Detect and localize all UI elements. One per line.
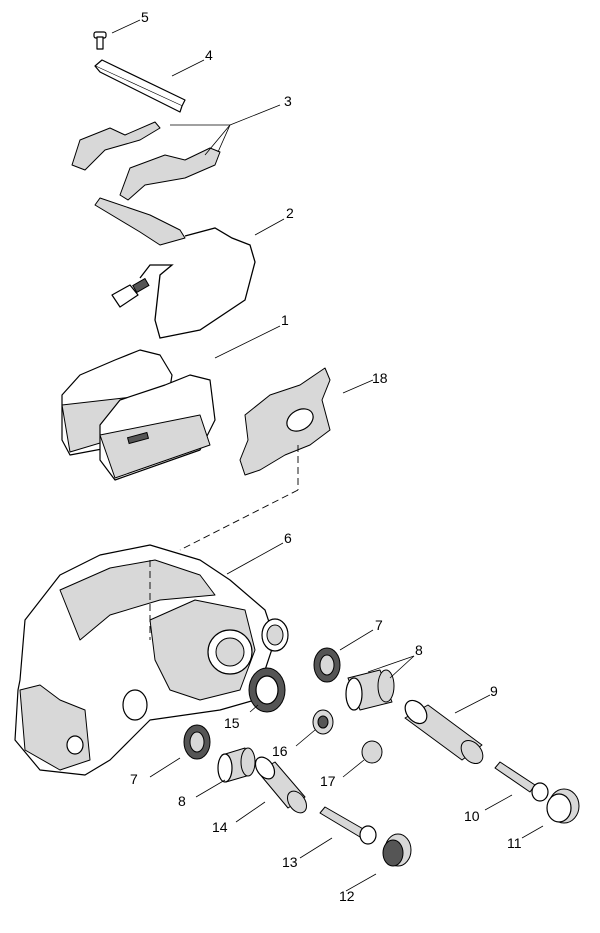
- part-14-guide-sleeve: [254, 756, 308, 814]
- part-8-bushing-right: [345, 669, 395, 711]
- part-12-cap: [382, 833, 412, 867]
- part-16-bushing-small: [312, 709, 334, 735]
- part-2-wear-sensor: [94, 197, 256, 339]
- part-1-brake-pads: [61, 349, 216, 481]
- part-18-retainer-plate: [179, 367, 331, 551]
- part-15-boot: [248, 667, 286, 713]
- part-13-bolt: [319, 806, 377, 845]
- callout-13: 13: [282, 854, 298, 870]
- callout-16: 16: [272, 743, 288, 759]
- callout-3: 3: [284, 93, 292, 109]
- callout-14: 14: [212, 819, 228, 835]
- part-6-caliper-housing: [14, 544, 289, 776]
- callout-8-right: 8: [415, 642, 423, 658]
- part-8-bushing-left: [217, 747, 256, 783]
- callout-7-left: 7: [130, 771, 138, 787]
- part-4-retaining-bar: [94, 59, 186, 113]
- part-5-pin: [93, 31, 107, 50]
- callout-10: 10: [464, 808, 480, 824]
- callout-11: 11: [507, 835, 522, 851]
- callout-4: 4: [205, 47, 213, 63]
- callout-12: 12: [339, 888, 355, 904]
- callout-6: 6: [284, 530, 292, 546]
- callout-8-left: 8: [178, 793, 186, 809]
- callout-17: 17: [320, 773, 336, 789]
- part-10-bolt: [494, 761, 549, 802]
- callout-2: 2: [286, 205, 294, 221]
- part-7-seal-left: [183, 724, 211, 760]
- part-17-cap-small: [361, 740, 383, 764]
- leader-lines: [111, 19, 544, 892]
- part-3-pad-springs: [71, 121, 221, 201]
- callout-labels: 5 4 3 2 1 18 6 7 8 9 15 16 7 8 17 10 11 …: [130, 9, 522, 904]
- callout-5: 5: [141, 9, 149, 25]
- part-11-cap: [546, 788, 580, 824]
- part-9-guide-sleeve: [404, 699, 484, 765]
- callout-1: 1: [281, 312, 289, 328]
- callout-15: 15: [224, 715, 240, 731]
- callout-9: 9: [490, 683, 498, 699]
- part-7-seal-right: [313, 647, 341, 683]
- callout-7-right: 7: [375, 617, 383, 633]
- callout-18: 18: [372, 370, 388, 386]
